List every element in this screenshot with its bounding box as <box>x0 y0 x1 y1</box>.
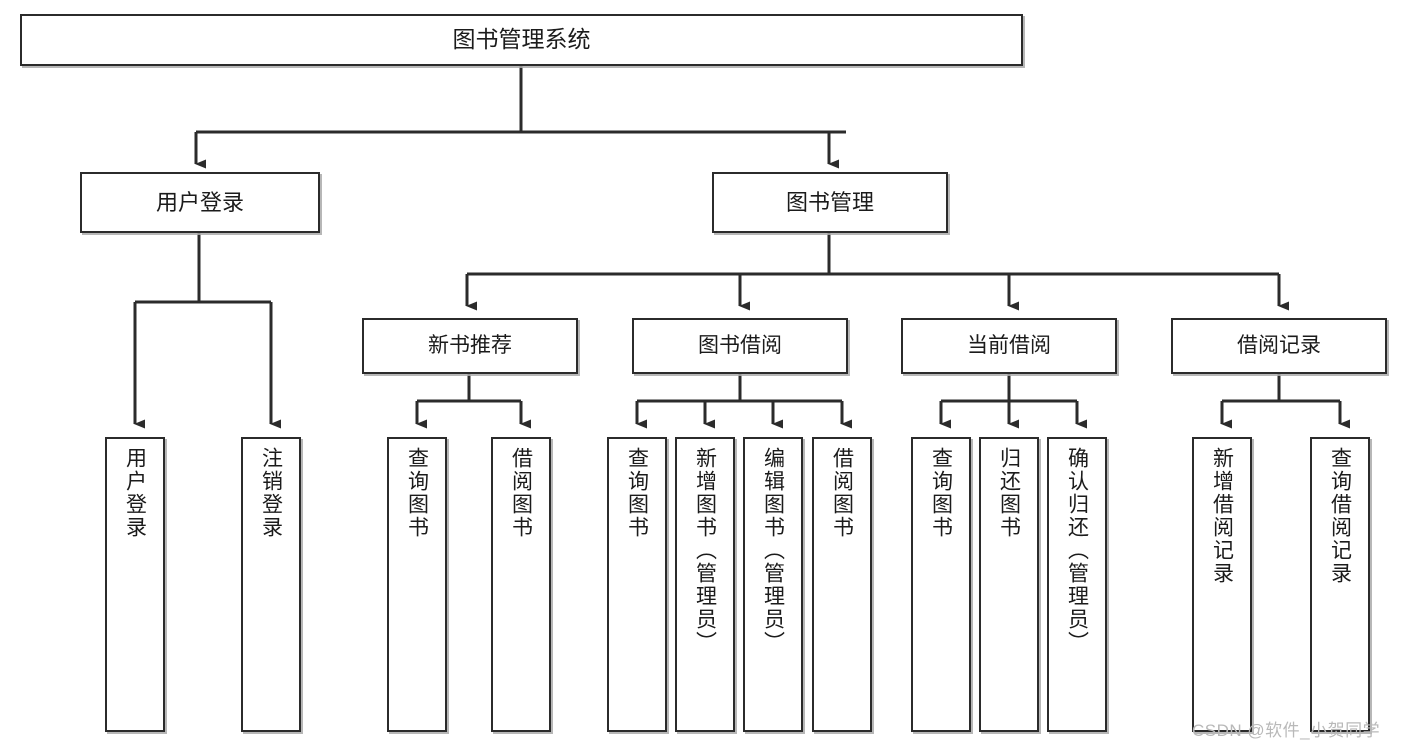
node-label: 查询图书 <box>625 447 649 539</box>
node-label: 借阅图书 <box>509 447 533 539</box>
node-new-book-recommend[interactable]: 新书推荐 <box>362 318 578 374</box>
node-label: 图书管理系统 <box>452 26 591 53</box>
leaf-borrow-book-recommend[interactable]: 借阅图书 <box>491 437 551 732</box>
node-label: 查询图书 <box>405 447 429 539</box>
leaf-logout[interactable]: 注销登录 <box>241 437 301 732</box>
node-label: 用户登录 <box>155 189 244 215</box>
node-label: 查询借阅记录 <box>1328 447 1352 585</box>
csdn-watermark: CSDN @软件_小贺同学 <box>1192 721 1381 740</box>
node-user-login[interactable]: 用户登录 <box>80 172 320 233</box>
leaf-query-book-current[interactable]: 查询图书 <box>911 437 971 732</box>
node-label: 确认归还（管理员） <box>1065 447 1089 654</box>
node-label: 图书借阅 <box>698 333 782 357</box>
node-current-borrow[interactable]: 当前借阅 <box>901 318 1117 374</box>
node-label: 新增图书（管理员） <box>693 447 717 654</box>
node-borrow-record[interactable]: 借阅记录 <box>1171 318 1387 374</box>
node-label: 借阅图书 <box>830 447 854 539</box>
node-label: 新增借阅记录 <box>1210 447 1234 585</box>
node-label: 用户登录 <box>123 447 147 539</box>
node-book-management[interactable]: 图书管理 <box>712 172 948 233</box>
node-label: 归还图书 <box>997 447 1021 539</box>
node-label: 新书推荐 <box>428 333 512 357</box>
node-label: 当前借阅 <box>967 333 1051 357</box>
leaf-query-borrow-record[interactable]: 查询借阅记录 <box>1310 437 1370 732</box>
node-label: 图书管理 <box>785 189 874 215</box>
leaf-user-login[interactable]: 用户登录 <box>105 437 165 732</box>
leaf-query-book-borrow[interactable]: 查询图书 <box>607 437 667 732</box>
leaf-edit-book-admin[interactable]: 编辑图书（管理员） <box>743 437 803 732</box>
leaf-add-book-admin[interactable]: 新增图书（管理员） <box>675 437 735 732</box>
node-book-borrow[interactable]: 图书借阅 <box>632 318 848 374</box>
node-label: 编辑图书（管理员） <box>761 447 785 654</box>
node-label: 借阅记录 <box>1237 333 1321 357</box>
leaf-return-book[interactable]: 归还图书 <box>979 437 1039 732</box>
node-label: 注销登录 <box>259 447 283 539</box>
leaf-confirm-return-admin[interactable]: 确认归还（管理员） <box>1047 437 1107 732</box>
leaf-query-book-recommend[interactable]: 查询图书 <box>387 437 447 732</box>
node-root-library-system[interactable]: 图书管理系统 <box>20 14 1023 66</box>
leaf-borrow-book[interactable]: 借阅图书 <box>812 437 872 732</box>
node-label: 查询图书 <box>929 447 953 539</box>
leaf-add-borrow-record[interactable]: 新增借阅记录 <box>1192 437 1252 732</box>
